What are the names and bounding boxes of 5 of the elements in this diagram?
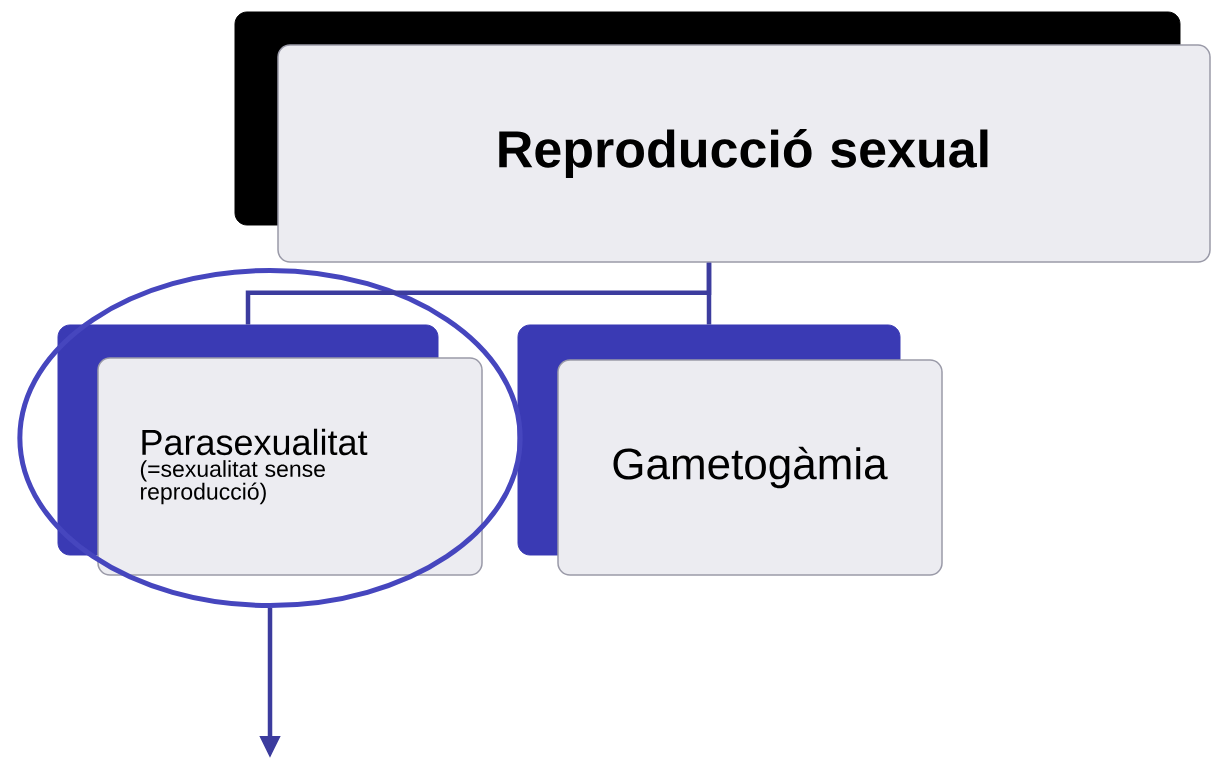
category-box: Parasexualitat (=sexualitat sense reproducció): [97, 357, 483, 576]
connector: [706, 262, 712, 325]
category-box: Reproducció sexual: [277, 44, 1211, 263]
ring: [17, 268, 523, 608]
category-box: Gametogàmia: [557, 359, 943, 576]
